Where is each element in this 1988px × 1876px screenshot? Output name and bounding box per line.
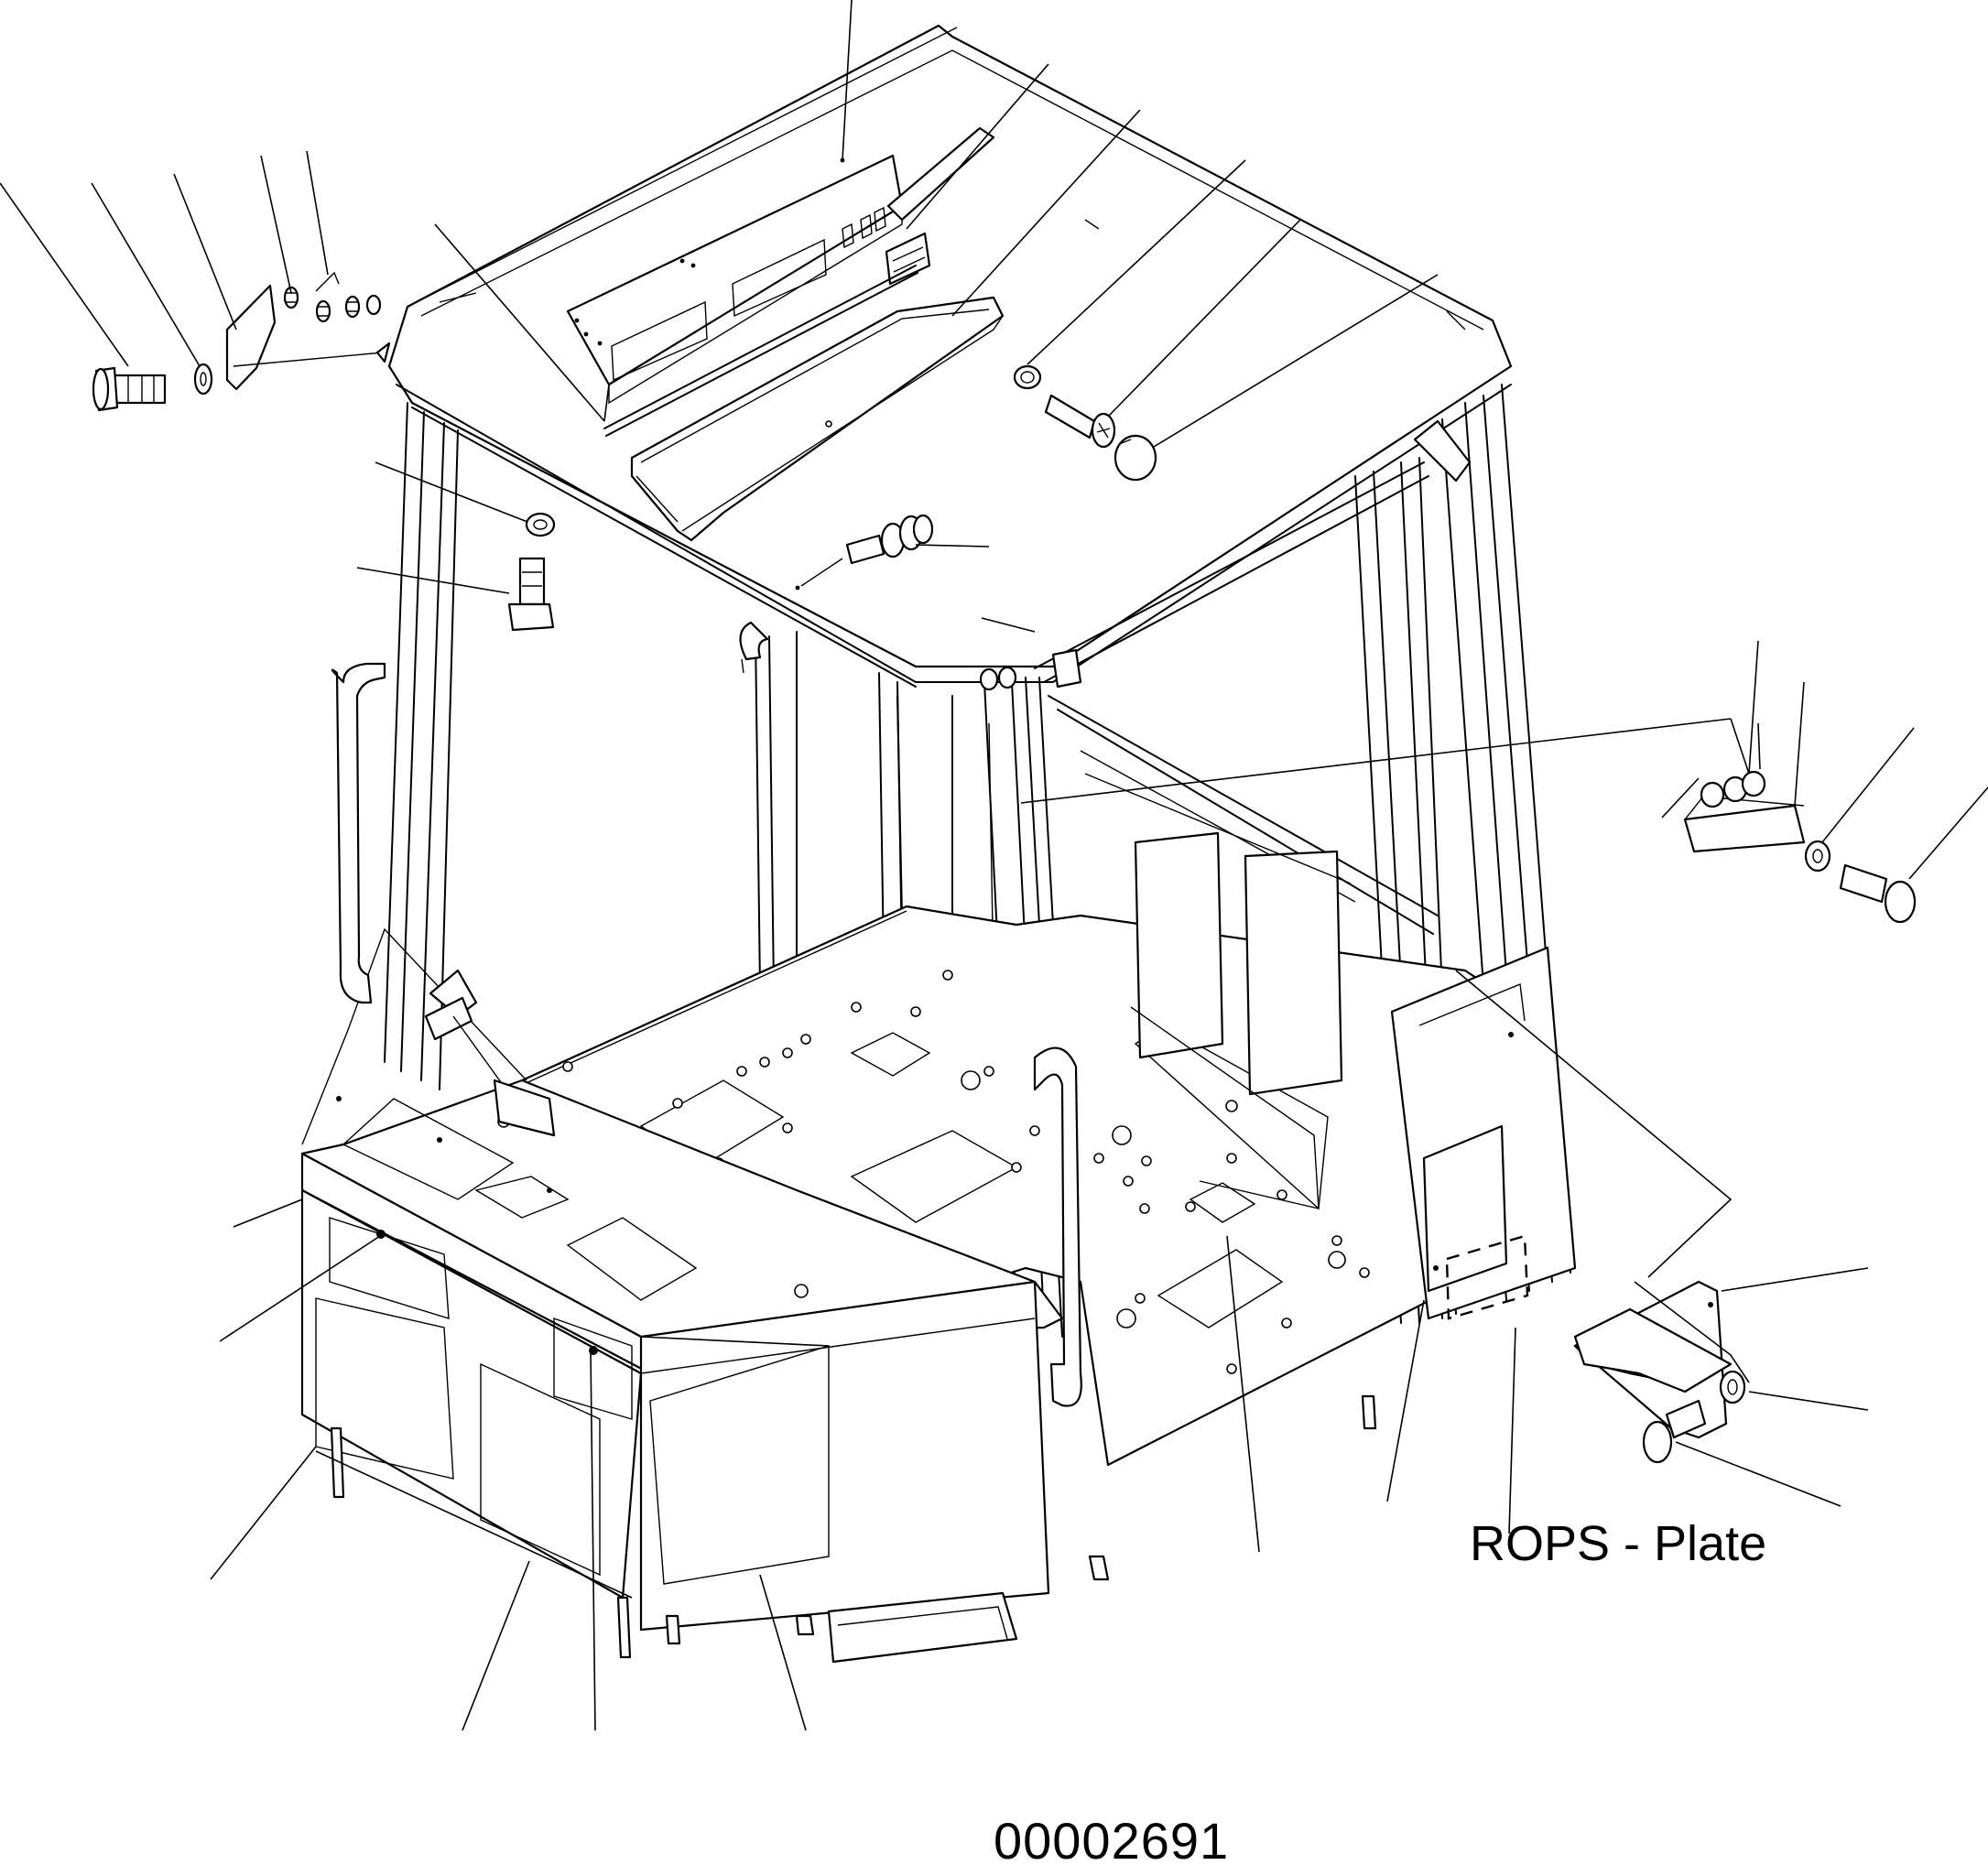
roof-washer [1013,364,1042,390]
front-console [300,927,1064,1632]
hinge-washer-right [1804,840,1831,873]
rops-plate-label: ROPS - Plate [1470,1516,1767,1571]
handrail-left [331,662,386,1004]
rops-bolt [1642,1399,1707,1464]
pin-top-left [375,342,391,363]
console-mounts [330,1394,1377,1659]
roof-grommet-bolt [795,514,934,591]
rops-washer [1719,1370,1746,1404]
bolt-top-left [92,366,167,412]
mirror-bracket [424,969,556,1137]
bolt-roof-left [507,557,555,632]
rops-bracket-plate [1573,1280,1733,1439]
roof-screw [1044,394,1116,449]
roof-duct-tray [630,296,1005,542]
rear-top-bracket [979,419,1472,691]
hinge-bolt-right [1839,863,1917,924]
rear-wall-panels [1084,773,1352,1209]
spring-set-top-left [233,271,384,367]
roof-trim-strip [886,126,995,222]
washer-left [525,512,556,537]
roof-switches [885,232,931,286]
roof-cap-plug [1113,434,1157,482]
entry-step [827,1591,1018,1664]
grab-handle-rear [739,621,769,674]
washer-top-left [193,363,213,396]
handrail-right [1033,1046,1082,1407]
leader-lines [0,0,1988,1731]
rops-door-panel [1390,946,1577,1320]
console-strip [603,265,918,437]
bracket-top-left [225,284,277,391]
hinge-bracket-right [1683,796,1806,853]
drawing-number: 00002691 [994,1812,1230,1870]
hinge-spacers-right [1700,770,1766,808]
